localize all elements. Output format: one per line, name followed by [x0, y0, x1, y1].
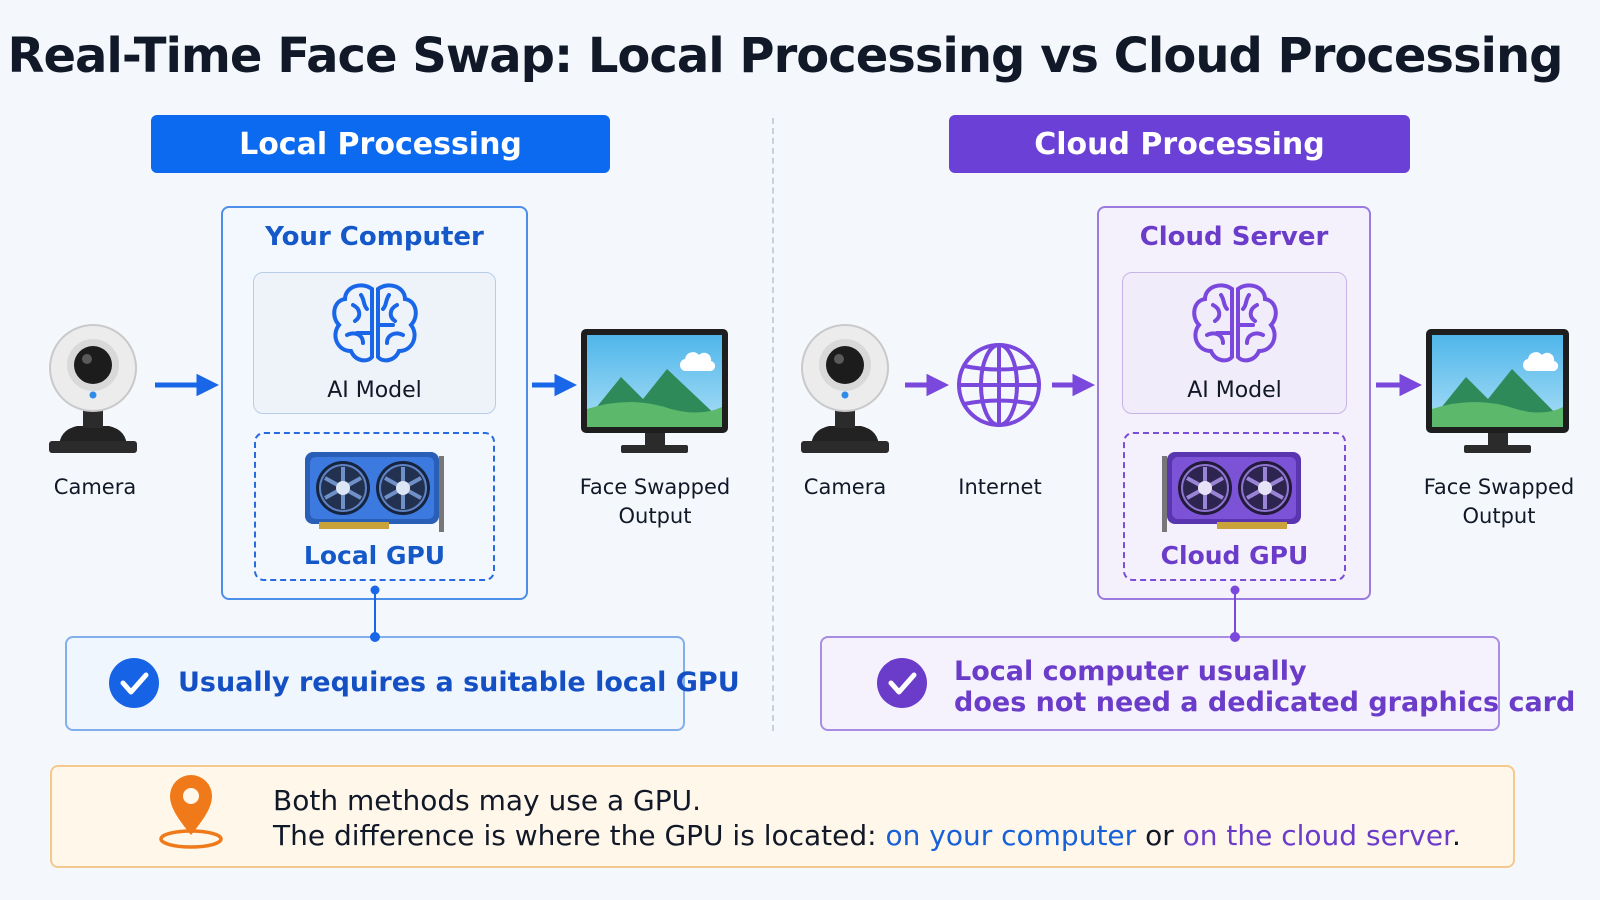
local-requirement-note	[65, 636, 685, 731]
globe-icon	[957, 343, 1041, 427]
cloud-output-label: Face Swapped Output	[1423, 475, 1575, 528]
your-computer-title: Your Computer	[265, 222, 484, 252]
cloud-note-line2: does not need a dedicated graphics card	[954, 687, 1576, 718]
local-ai-model-label: AI Model	[327, 378, 422, 403]
webcam-icon	[49, 324, 137, 453]
local-gpu-panel	[254, 432, 495, 581]
cloud-ai-model-label: AI Model	[1187, 378, 1282, 403]
local-note-text: Usually requires a suitable local GPU	[178, 667, 740, 698]
local-processing-header: Local Processing	[151, 115, 610, 173]
footer-suffix: .	[1452, 819, 1461, 852]
webcam-icon	[801, 324, 889, 453]
footer-line1: Both methods may use a GPU.	[273, 784, 701, 817]
section-divider	[772, 118, 774, 731]
cloud-note-text: Local computer usually does not need a d…	[954, 656, 1575, 718]
local-camera-label: Camera	[53, 475, 137, 499]
cloud-gpu-label: Cloud GPU	[1160, 541, 1309, 570]
footer-highlight-cloud: on the cloud server	[1182, 819, 1453, 852]
cloud-note-connector	[1230, 585, 1240, 642]
footer-highlight-local: on your computer	[885, 819, 1137, 852]
local-gpu-label: Local GPU	[303, 541, 446, 570]
cloud-camera-label: Camera	[803, 475, 887, 499]
monitor-landscape-icon	[1426, 329, 1569, 453]
footer-text: Both methods may use a GPU. The differen…	[273, 783, 1461, 853]
cloud-processing-header: Cloud Processing	[949, 115, 1410, 173]
local-output-label: Face Swapped Output	[579, 475, 731, 528]
local-ai-model-panel	[253, 272, 496, 414]
check-circle-icon	[109, 658, 159, 708]
local-note-connector	[370, 585, 380, 642]
brain-icon	[1192, 283, 1278, 363]
footer-line2: The difference is where the GPU is locat…	[273, 818, 1461, 853]
cloud-server-title: Cloud Server	[1139, 222, 1329, 252]
cloud-gpu-panel	[1123, 432, 1346, 581]
internet-label: Internet	[958, 475, 1042, 499]
page-title: Real-Time Face Swap: Local Processing vs…	[7, 28, 1563, 84]
location-pin-icon	[159, 775, 223, 849]
monitor-landscape-icon	[581, 329, 728, 453]
cloud-requirement-note	[820, 636, 1500, 731]
cloud-ai-model-panel	[1122, 272, 1347, 414]
footer-connector: or	[1136, 819, 1183, 852]
footer-line2-prefix: The difference is where the GPU is locat…	[273, 819, 886, 852]
graphics-card-icon	[305, 452, 444, 532]
check-circle-icon	[877, 658, 927, 708]
summary-footer	[50, 765, 1515, 868]
brain-icon	[332, 283, 418, 363]
graphics-card-icon	[1162, 452, 1301, 532]
cloud-note-line1: Local computer usually	[954, 656, 1307, 687]
